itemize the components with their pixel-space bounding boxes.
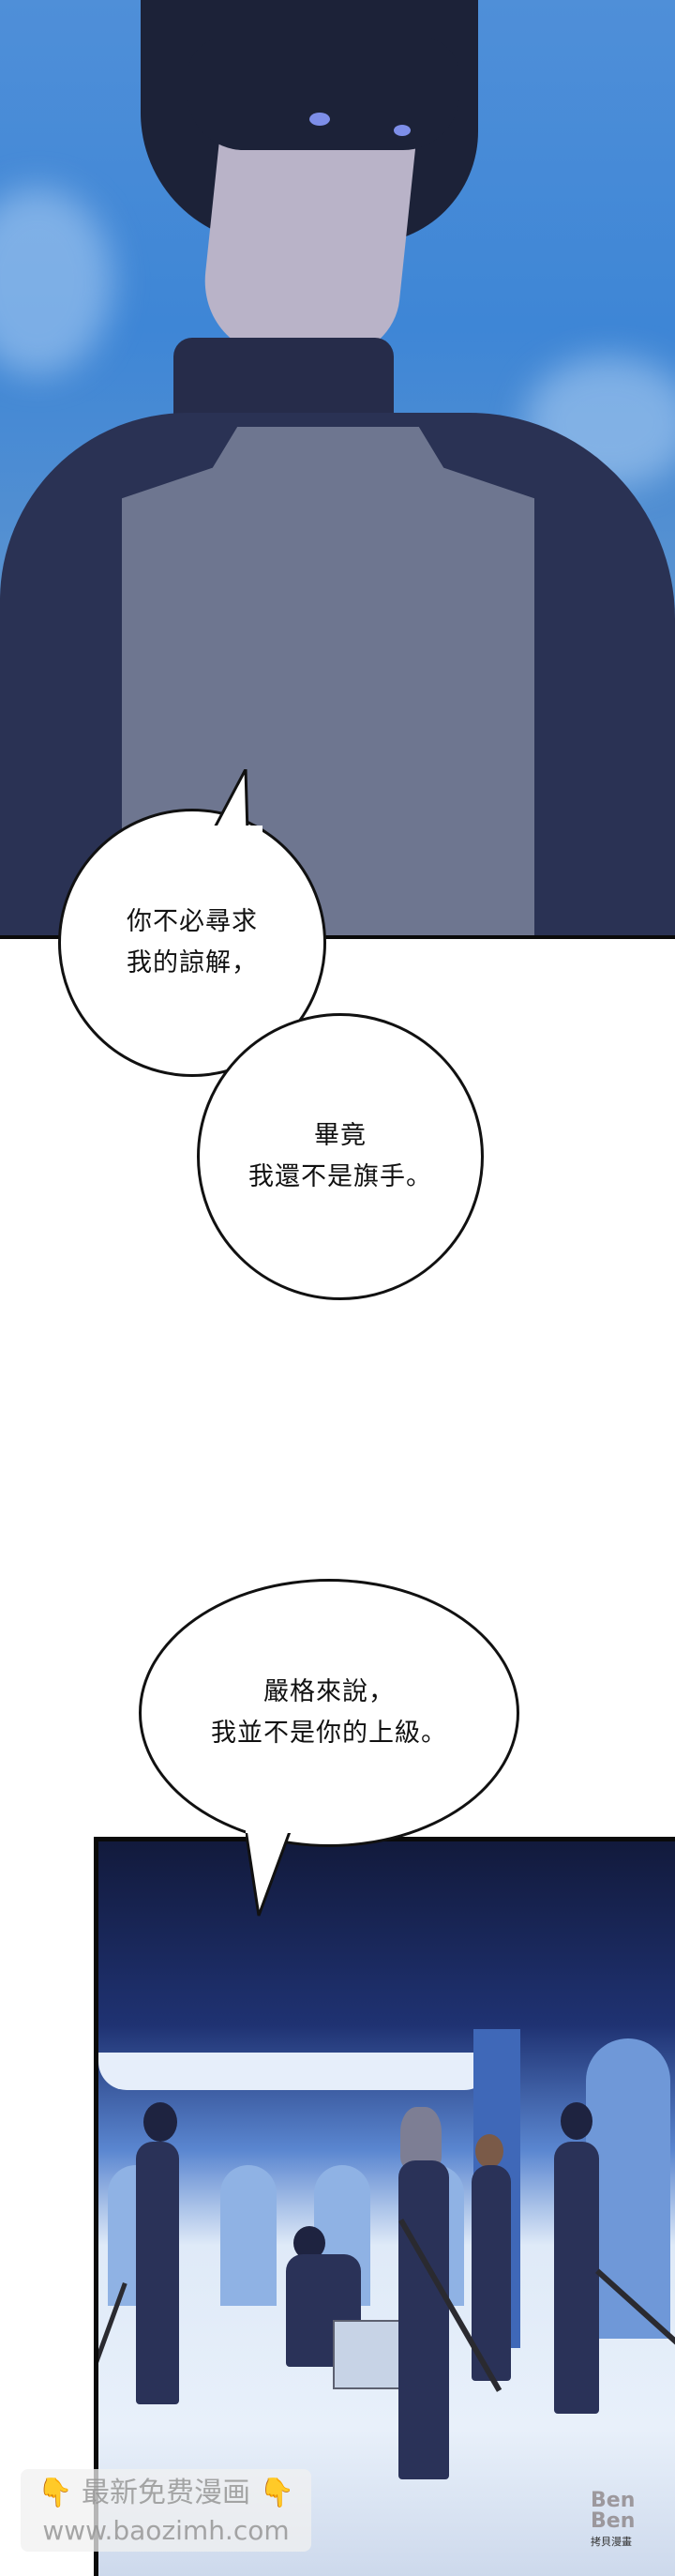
speech-bubble-2-text: 畢竟 我還不是旗手。: [248, 1115, 432, 1198]
panel-courtyard-group: [94, 1837, 675, 2576]
figure-head: [143, 2102, 177, 2142]
figure-standing-right: [472, 2165, 511, 2381]
bubble-2-line-1: 畢竟: [314, 1121, 367, 1150]
character-eye: [394, 125, 411, 136]
pointing-down-hand-icon: 👇: [38, 2477, 73, 2509]
speech-bubble-3-tail: [246, 1829, 302, 1917]
watermark-benben: Ben Ben 拷貝漫畫: [591, 2491, 675, 2553]
speech-bubble-1-tail: [206, 769, 262, 835]
speech-bubble-3: 嚴格來說， 我並不是你的上級。: [139, 1579, 519, 1847]
watermark-baozimh[interactable]: 👇 最新免费漫画 👇 www.baozimh.com: [21, 2469, 311, 2552]
figure-standing-far-right: [554, 2142, 599, 2414]
speech-bubble-2: 畢竟 我還不是旗手。: [197, 1013, 484, 1300]
arch: [586, 2038, 670, 2339]
figure-standing-left: [136, 2142, 179, 2404]
arch: [220, 2165, 277, 2306]
figure-head: [561, 2102, 592, 2140]
panel-character-closeup: [0, 0, 675, 939]
character-eye: [309, 113, 330, 126]
figure-standing-center: [398, 2160, 449, 2479]
bubble-3-line-2: 我並不是你的上級。: [211, 1719, 447, 1748]
watermark-benben-caption: 拷貝漫畫: [591, 2536, 632, 2548]
pointing-down-hand-icon: 👇: [259, 2477, 294, 2509]
watermark-benben-line2: Ben: [591, 2509, 636, 2533]
watermark-line-1: 👇 最新免费漫画 👇: [21, 2473, 311, 2514]
canopy: [98, 2053, 492, 2090]
watermark-benben-line1: Ben: [591, 2489, 636, 2512]
figure-head-long-hair: [400, 2107, 442, 2169]
figure-head: [475, 2134, 503, 2168]
cloud: [0, 188, 112, 375]
speech-bubble-3-text: 嚴格來說， 我並不是你的上級。: [211, 1672, 447, 1754]
bubble-2-line-2: 我還不是旗手。: [248, 1162, 432, 1191]
bubble-1-line-2: 我的諒解，: [127, 948, 258, 977]
bubble-1-line-1: 你不必尋求: [127, 907, 258, 936]
watermark-url[interactable]: www.baozimh.com: [42, 2515, 290, 2546]
watermark-title: 最新免费漫画: [82, 2477, 250, 2509]
character-bangs: [188, 38, 459, 150]
bubble-3-line-1: 嚴格來說，: [263, 1677, 395, 1706]
speech-bubble-1-text: 你不必尋求 我的諒解，: [127, 902, 258, 984]
